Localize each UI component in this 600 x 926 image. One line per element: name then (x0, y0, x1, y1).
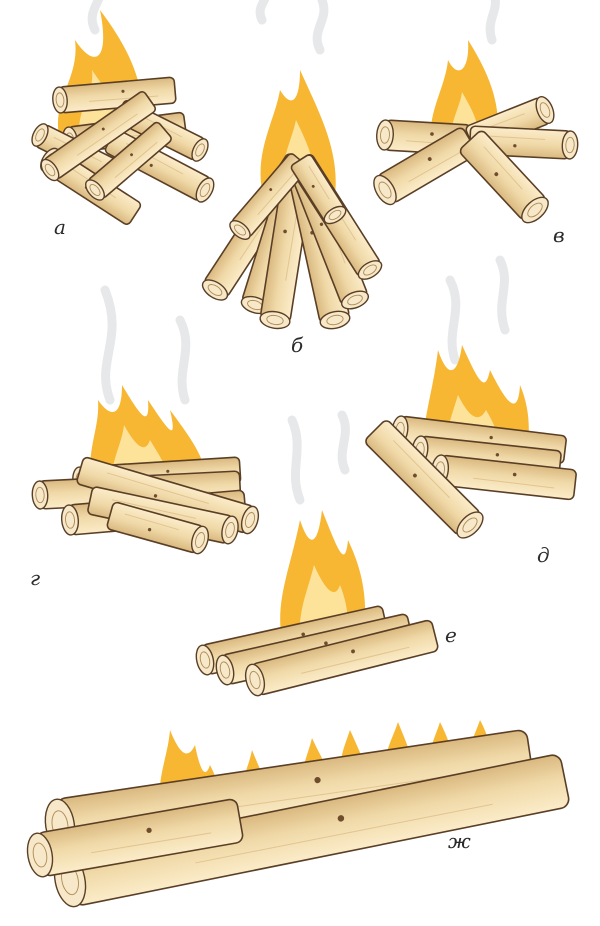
label-v: в (553, 223, 565, 247)
label-g: г (30, 566, 40, 590)
fire-zh-nodya: ж (26, 720, 570, 908)
fire-e-parallel: е (195, 410, 457, 697)
log (40, 91, 157, 182)
log (365, 420, 484, 539)
fire-g-logs (31, 456, 260, 555)
label-d: д (537, 543, 550, 567)
label-e: е (445, 623, 457, 647)
fire-v-logs (373, 95, 579, 224)
log (85, 121, 172, 201)
fire-e-logs (195, 605, 439, 697)
log (290, 154, 347, 225)
fire-d-lean-to: д (365, 255, 577, 567)
log (376, 119, 472, 156)
log (26, 798, 244, 878)
label-zh: ж (448, 829, 471, 853)
log (459, 130, 549, 224)
log (244, 619, 439, 697)
log (106, 501, 210, 555)
fire-v-star: в (373, 0, 579, 247)
label-a: а (54, 215, 66, 239)
fire-b-logs (201, 153, 383, 330)
fire-a-log-cabin: а (31, 0, 215, 239)
fire-g-crossed: г (30, 285, 260, 590)
fire-zh-logs (26, 729, 570, 908)
fire-a-logs (31, 76, 215, 225)
fire-b-teepee: б (201, 0, 383, 357)
fire-d-logs (365, 415, 577, 539)
label-b: б (291, 333, 304, 357)
